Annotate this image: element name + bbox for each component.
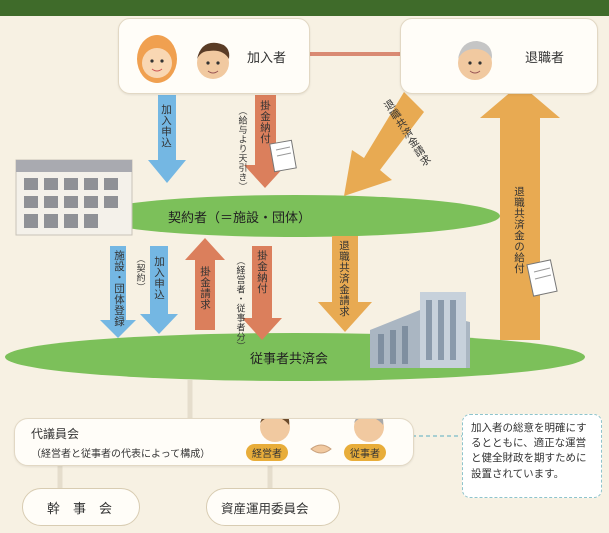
worker-badge: 従事者 [344,444,386,461]
document-icon-1 [269,139,297,173]
note-text: 加入者の総意を明確にするとともに、適正な運営と健全財政を期すために設置されていま… [471,422,587,480]
member-label: 加入者 [247,51,287,66]
council-label: 代議員会 [31,427,80,441]
join-application-top-arrow [148,95,186,183]
premium-payment-bottom-text: 掛金納付 [256,250,269,294]
premium-payment-bottom-note: （経営者・従事者分） [234,256,245,351]
join-application-bottom-text: 加入申込 [153,256,166,300]
premium-request-text: 掛金請求 [199,266,212,310]
woman-face-icon [137,35,177,83]
premium-payment-top-text: 掛金納付 [259,100,272,144]
handshake-icon [310,444,332,454]
executives-label: 幹 事 会 [47,502,113,517]
facility-building-icon [15,159,133,236]
retirement-claim-bottom-text: 退職共済金請求 [338,240,351,317]
retiree-box: 退職者 [400,18,598,94]
executives-box: 幹 事 会 [22,488,140,526]
investment-label: 資産運用委員会 [221,501,309,516]
facility-registration-arrow [100,246,136,338]
retirement-claim-top-arrow [344,92,424,196]
join-application-top-text: 加入申込 [160,104,173,148]
investment-box: 資産運用委員会 [206,488,340,526]
association-label: 従事者共済会 [250,352,329,367]
office-building-icon [370,292,470,368]
contractor-ellipse [90,195,500,237]
retiree-label: 退職者 [525,51,565,66]
manager-badge: 経営者 [246,444,288,461]
facility-registration-text: 施設・団体登録 [113,250,126,327]
man-face-icon [197,42,230,79]
worker-face-icon [354,419,384,442]
retirement-payment-text: 退職共済金の給付 [513,186,526,274]
join-application-bottom-arrow [140,246,178,334]
manager-face-icon [260,419,290,442]
retirement-claim-bottom-arrow [318,236,372,332]
council-explanation-note: 加入者の総意を明確にするとともに、適正な運営と健全財政を期すために設置されていま… [462,414,602,498]
premium-payment-bottom-arrow [242,246,282,340]
facility-registration-note: （契約） [134,254,145,292]
premium-request-arrow [185,238,225,330]
retiree-face-icon [458,41,493,80]
contractor-label: 契約者（＝施設・団体） [168,211,312,226]
header-bar [0,0,609,16]
document-icon-2 [526,259,558,297]
member-box: 加入者 [118,18,310,94]
council-note: （経営者と従事者の代表によって構成） [31,449,211,460]
premium-payment-top-note: （給与より天引き） [236,106,247,192]
